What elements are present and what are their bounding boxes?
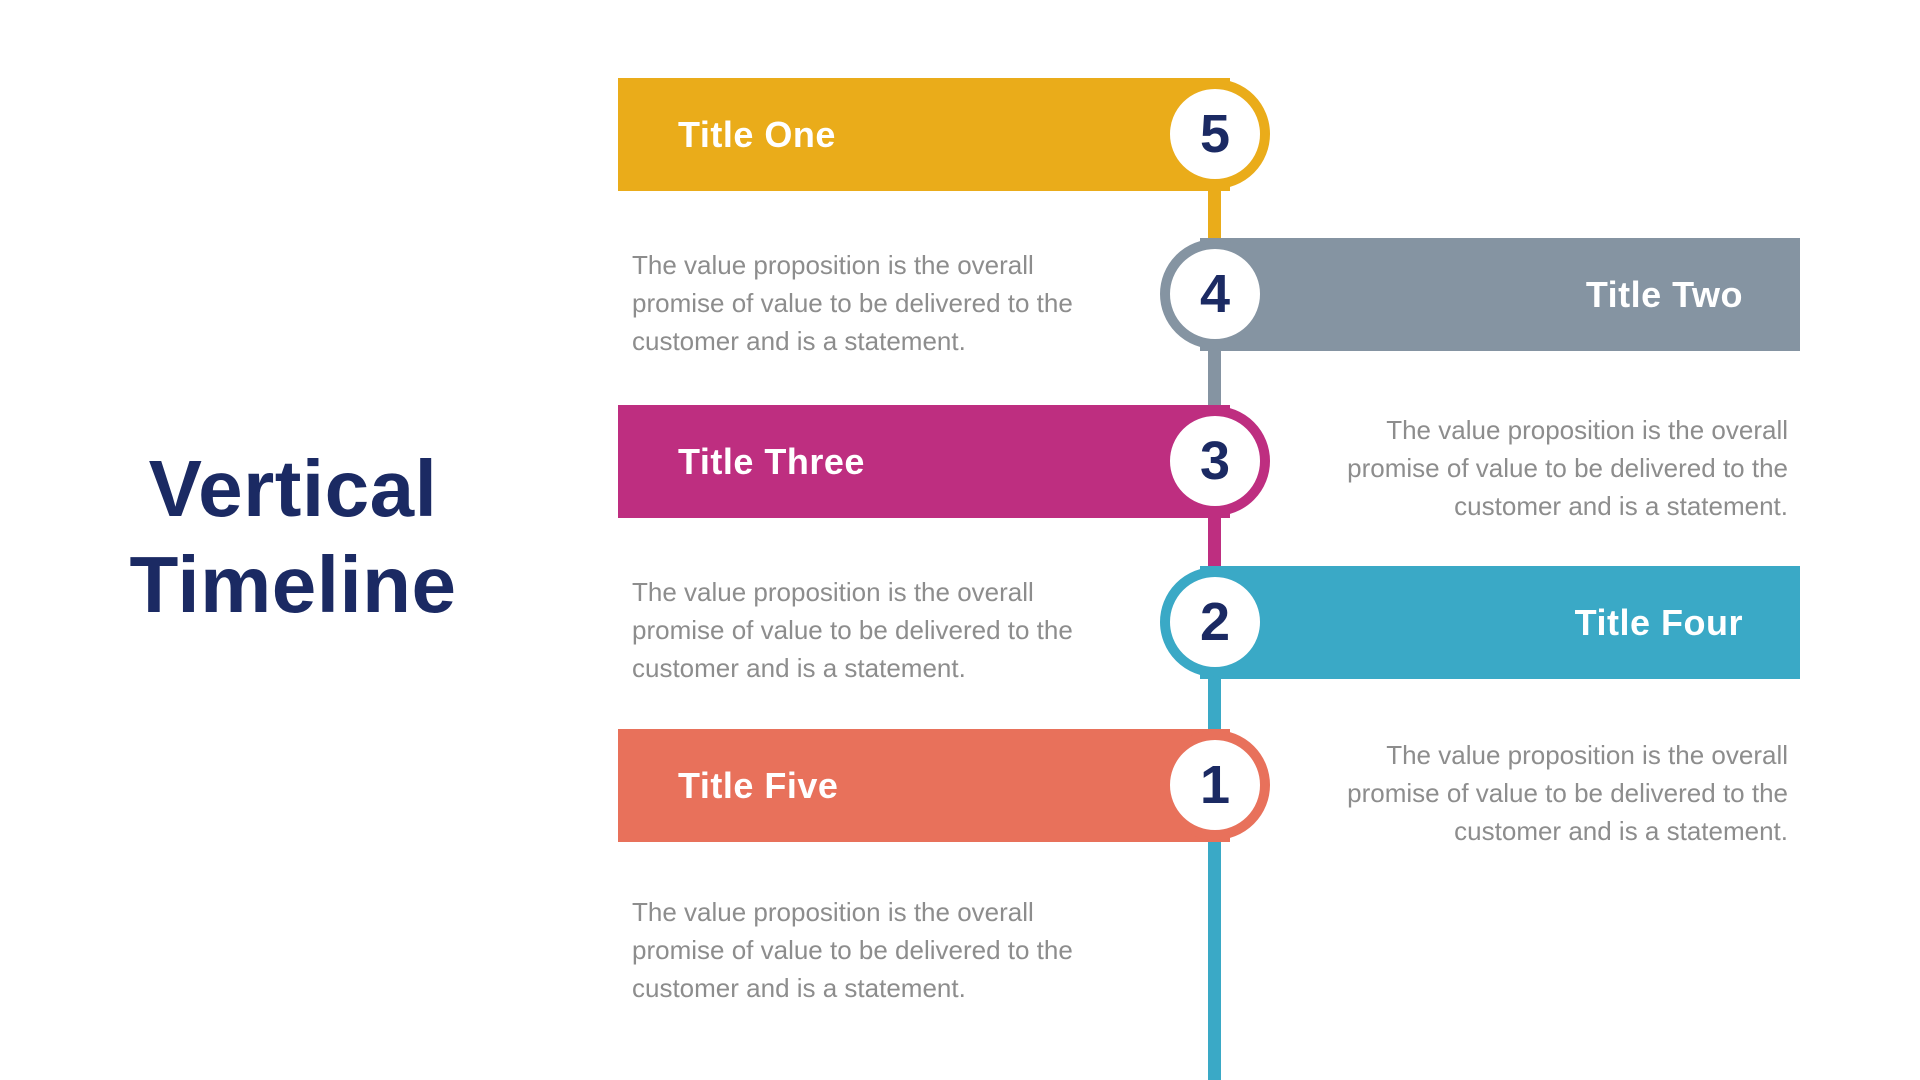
page-title-line-1: Vertical	[148, 444, 438, 533]
description-line: promise of value to be delivered to the	[632, 288, 1073, 318]
timeline-marker-number-4: 4	[1199, 264, 1231, 324]
timeline-bar-title-two-label: Title Two	[1585, 273, 1743, 315]
timeline-description-title-four: The value proposition is the overall pro…	[1318, 736, 1788, 850]
timeline-description-title-three: The value proposition is the overall pro…	[632, 573, 1112, 687]
timeline-marker-circle-3: 3	[1160, 406, 1270, 516]
description-line: The value proposition is the overall	[1386, 740, 1788, 770]
timeline-marker-circle-5: 5	[1160, 79, 1270, 189]
description-line: promise of value to be delivered to the	[632, 615, 1073, 645]
description-line: The value proposition is the overall	[632, 577, 1034, 607]
timeline-bar-title-three-label: Title Three	[678, 440, 865, 482]
timeline-description-title-one: The value proposition is the overall pro…	[632, 246, 1112, 360]
description-line: The value proposition is the overall	[1386, 415, 1788, 445]
timeline-marker-number-3: 3	[1199, 431, 1231, 491]
description-line: promise of value to be delivered to the	[1347, 453, 1788, 483]
description-line: customer and is a statement.	[1454, 491, 1788, 521]
description-line: The value proposition is the overall	[632, 897, 1034, 927]
timeline-marker-circle-4: 4	[1160, 239, 1270, 349]
timeline-description-title-two: The value proposition is the overall pro…	[1318, 411, 1788, 525]
timeline-bar-title-one-label: Title One	[678, 113, 836, 155]
timeline-marker-number-1: 1	[1199, 755, 1231, 815]
timeline-marker-circle-2: 2	[1160, 567, 1270, 677]
timeline-marker-number-2: 2	[1199, 592, 1231, 652]
timeline-description-title-five: The value proposition is the overall pro…	[632, 893, 1112, 1007]
timeline-bar-title-three: Title Three	[618, 405, 1230, 518]
page-title-line-2: Timeline	[129, 540, 457, 629]
description-line: promise of value to be delivered to the	[632, 935, 1073, 965]
timeline-bar-title-five: Title Five	[618, 729, 1230, 842]
timeline-marker-circle-1: 1	[1160, 730, 1270, 840]
description-line: customer and is a statement.	[1454, 816, 1788, 846]
description-line: customer and is a statement.	[632, 653, 966, 683]
timeline-marker-number-5: 5	[1199, 104, 1231, 164]
timeline-bar-title-two: Title Two	[1200, 238, 1800, 351]
timeline-tail-connector	[1208, 785, 1221, 1080]
page-title: Vertical Timeline	[103, 441, 483, 633]
timeline-bar-title-four-label: Title Four	[1574, 601, 1743, 643]
timeline-bar-title-one: Title One	[618, 78, 1230, 191]
timeline-bar-title-five-label: Title Five	[678, 764, 839, 806]
description-line: customer and is a statement.	[632, 326, 966, 356]
description-line: promise of value to be delivered to the	[1347, 778, 1788, 808]
description-line: customer and is a statement.	[632, 973, 966, 1003]
description-line: The value proposition is the overall	[632, 250, 1034, 280]
timeline-bar-title-four: Title Four	[1200, 566, 1800, 679]
